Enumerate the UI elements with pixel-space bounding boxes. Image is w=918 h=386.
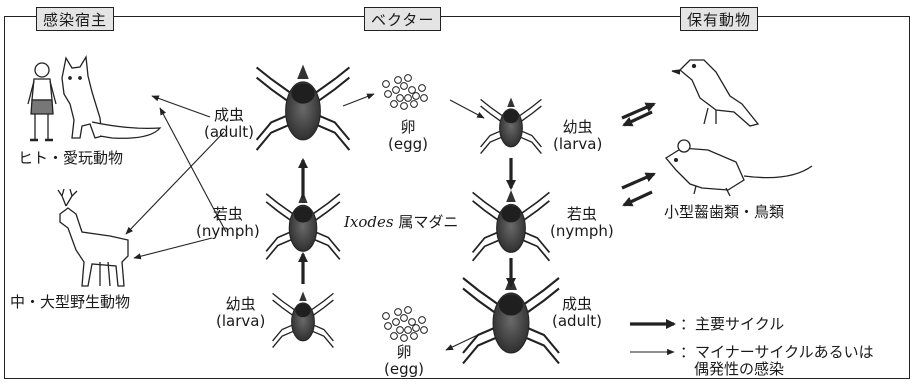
egg-cluster-top-icon [383, 75, 428, 110]
label-adult-bottom: 成虫 (adult) [552, 296, 602, 330]
tick-adult-top-icon [257, 65, 350, 151]
arrow-adult-to-egg-bottom [446, 332, 484, 350]
legend-main-cycle: ：主要サイクル [680, 316, 784, 333]
genus-name: Ixodes [344, 213, 394, 231]
label-rodents-birds: 小型齧歯類・鳥類 [664, 204, 784, 221]
egg-cluster-bottom-icon [383, 307, 428, 342]
legend-minor-line2: 偶発性の感染 [694, 361, 784, 378]
genus-label: Ixodes 属マダニ [344, 214, 458, 231]
label-larva-left: 幼虫 (larva) [216, 296, 265, 330]
arrow-egg-to-larva [450, 100, 484, 118]
tick-larva-left-icon [273, 292, 334, 348]
tick-larva-right-icon [481, 98, 542, 154]
label-nymph-left: 若虫 (nymph) [196, 206, 260, 240]
legend-minor-line1: ：マイナーサイクルあるいは [680, 344, 874, 361]
arrow-rodent-to-nymph [624, 192, 652, 205]
label-human-pet: ヒト・愛玩動物 [18, 150, 123, 167]
arrow-adult-to-human [152, 96, 210, 117]
tick-nymph-left-icon [266, 192, 340, 260]
deer-figure-icon [58, 189, 128, 286]
rodent-figure-icon [666, 140, 812, 196]
arrow-larva-to-bird [622, 104, 654, 118]
human-figure-icon [28, 63, 56, 140]
arrow-nymph-to-rodent [622, 174, 654, 188]
label-adult-top: 成虫 (adult) [204, 107, 254, 141]
tick-adult-bottom-icon [463, 275, 559, 364]
label-larva-right: 幼虫 (larva) [553, 119, 602, 153]
label-egg-top: 卵 (egg) [388, 119, 428, 153]
label-egg-bottom: 卵 (egg) [384, 344, 424, 378]
label-nymph-right: 若虫 (nymph) [550, 206, 614, 240]
arrow-nymph-to-deer [134, 238, 212, 258]
dog-figure-icon [62, 57, 160, 138]
genus-suffix: 属マダニ [394, 213, 459, 231]
bird-figure-icon [672, 60, 758, 126]
tick-nymph-right-icon [473, 190, 550, 261]
label-wild-animals: 中・大型野生動物 [10, 294, 130, 311]
arrow-adult-to-egg [343, 94, 374, 106]
